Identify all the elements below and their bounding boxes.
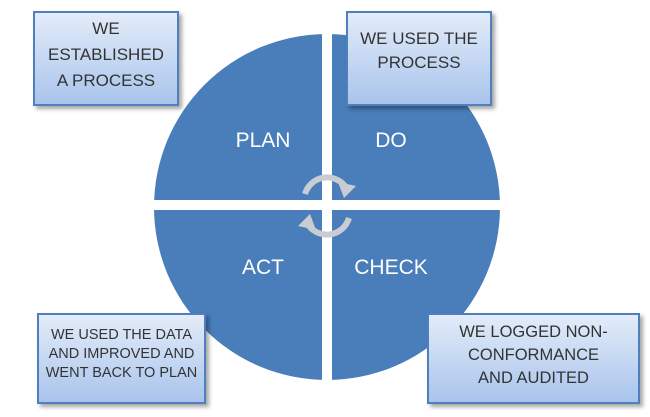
quadrant-act-label: ACT	[242, 256, 284, 279]
check-note-box: WE LOGGED NON-CONFORMANCE AND AUDITED	[427, 313, 640, 404]
quadrant-do-label: DO	[375, 129, 407, 152]
do-note-box: WE USED THE PROCESS	[346, 11, 492, 106]
quadrant-plan-label: PLAN	[235, 129, 291, 152]
quadrant-check-label: CHECK	[354, 256, 428, 279]
do-note-text: WE USED THE PROCESS	[360, 29, 478, 72]
plan-note-box: WE ESTABLISHED A PROCESS	[33, 11, 179, 106]
arrow-head-icon	[338, 182, 356, 198]
horizontal-divider	[150, 200, 510, 210]
arrow-head-icon	[298, 214, 316, 230]
act-note-box: WE USED THE DATA AND IMPROVED AND WENT B…	[37, 313, 206, 404]
check-note-text: WE LOGGED NON-CONFORMANCE AND AUDITED	[459, 323, 608, 387]
plan-note-text: WE ESTABLISHED A PROCESS	[48, 19, 164, 90]
cycle-arrows-icon	[302, 174, 352, 238]
act-note-text: WE USED THE DATA AND IMPROVED AND WENT B…	[45, 327, 198, 381]
